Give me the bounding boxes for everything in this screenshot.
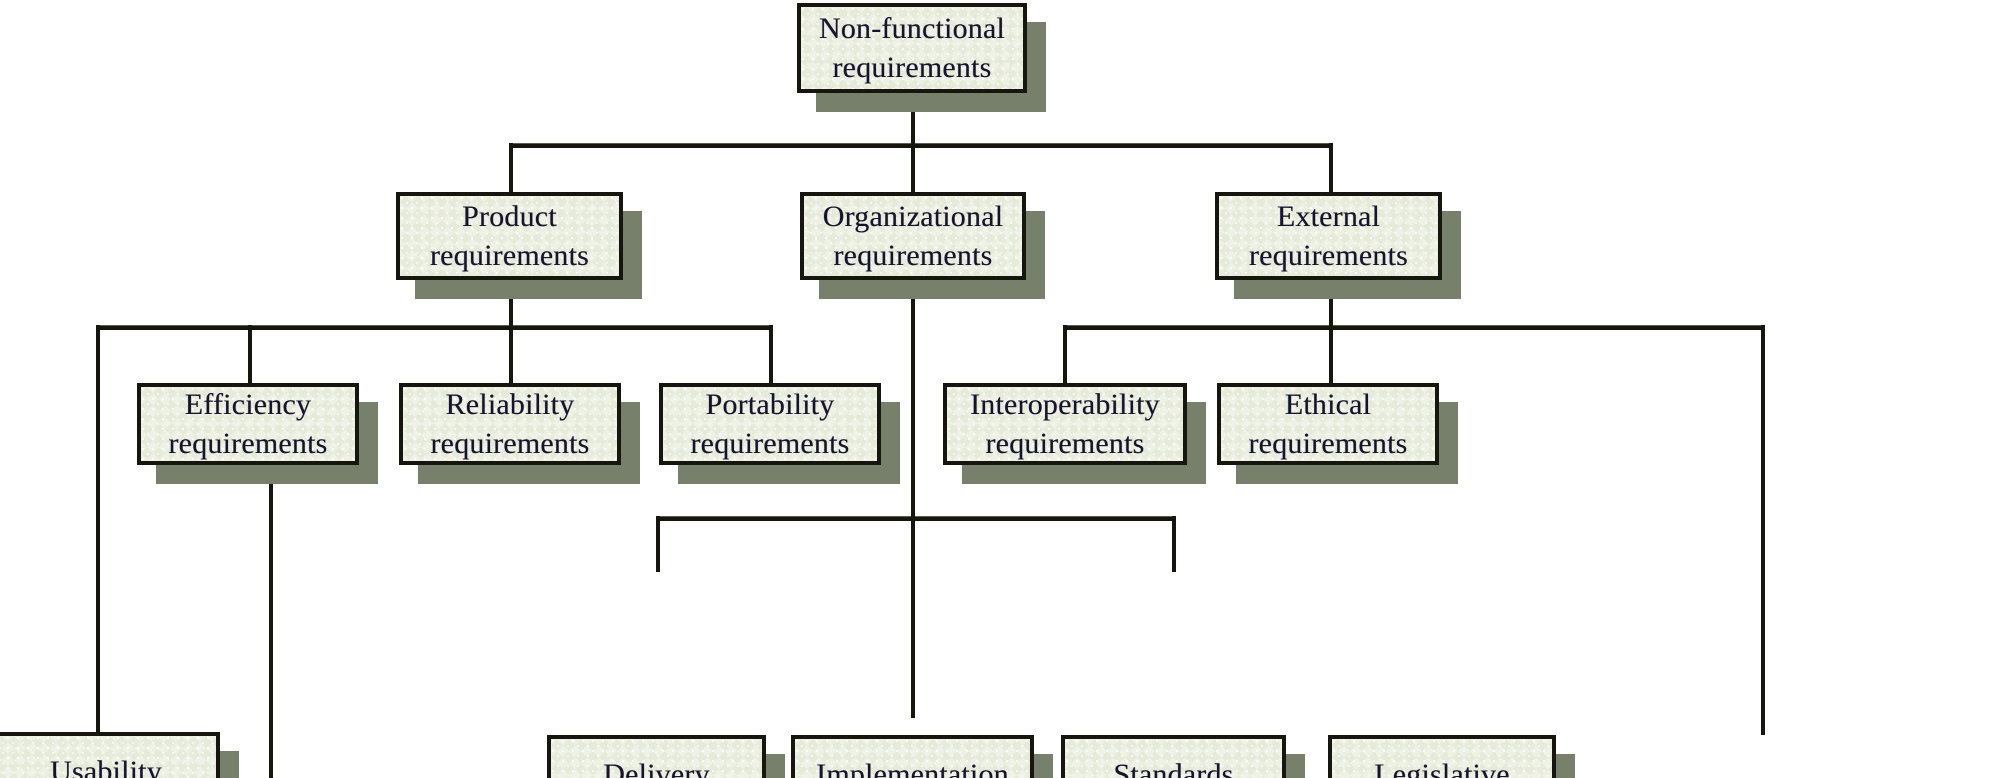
connector-drop-standards [1172,516,1176,572]
node-label-line1: Interoperability [970,388,1160,421]
connector-drop-reliability [509,325,513,385]
node-label-line1: Portability [705,388,835,421]
connector-drop-legislative-rail [1761,325,1765,735]
node-organizational-requirements[interactable]: Organizational requirements [800,192,1045,299]
connector-organizational-bus [656,516,1176,521]
node-label-line1: Implementation [816,758,1009,778]
node-label-line1: Delivery [603,758,710,778]
node-reliability-requirements[interactable]: Reliability requirements [399,383,640,484]
node-face: Product requirements [396,192,623,280]
node-face: Efficiency requirements [137,383,359,465]
node-label-line2: requirements [1248,239,1408,272]
node-interoperability-requirements[interactable]: Interoperability requirements [943,383,1206,484]
connector-drop-product [509,143,513,195]
node-label-line2: requirements [430,427,590,460]
connector-root-stem [911,88,915,146]
connector-drop-ethical [1329,325,1333,385]
node-label-line1: Non-functional [818,12,1006,45]
node-label-line2: requirements [429,239,589,272]
node-face: External requirements [1215,192,1442,280]
node-label-line2: requirements [985,427,1145,460]
node-face: Ethical requirements [1217,383,1439,465]
node-label-line2: requirements [690,427,850,460]
connector-organizational-stem [911,277,915,718]
node-label-line1: Efficiency [184,388,312,421]
node-label-line1: Reliability [445,388,575,421]
node-face: Portability requirements [659,383,881,465]
node-label-line1: External [1276,200,1381,233]
node-label-line1: Standards [1113,758,1234,778]
connector-drop-delivery [656,516,660,572]
node-face: Reliability requirements [399,383,621,465]
connector-drop-interoperability [1063,325,1067,385]
node-implementation-requirements[interactable]: Implementation [791,735,1053,778]
node-face: Usability [0,732,220,778]
connector-product-bus [96,325,773,330]
node-face: Non-functional requirements [797,3,1027,93]
node-label-line2: requirements [833,239,993,272]
node-face: Implementation [791,735,1034,778]
node-face: Interoperability requirements [943,383,1187,465]
connector-drop-implementation [911,516,915,572]
node-legislative-requirements[interactable]: Legislative [1328,735,1575,778]
node-face: Organizational requirements [800,192,1026,280]
node-face: Delivery [547,735,766,778]
node-label-line1: Ethical [1284,388,1372,421]
node-label-line2: requirements [168,427,328,460]
connector-efficiency-tail [269,462,273,778]
connector-level2-bus [509,143,1333,148]
node-face: Standards [1061,735,1286,778]
node-non-functional-requirements[interactable]: Non-functional requirements [797,3,1046,112]
node-external-requirements[interactable]: External requirements [1215,192,1461,299]
node-product-requirements[interactable]: Product requirements [396,192,642,299]
node-ethical-requirements[interactable]: Ethical requirements [1217,383,1458,484]
node-face: Legislative [1328,735,1556,778]
node-standards-requirements[interactable]: Standards [1061,735,1305,778]
connector-drop-organizational [911,143,915,195]
connector-drop-efficiency [248,325,252,385]
node-efficiency-requirements[interactable]: Efficiency requirements [137,383,378,484]
node-portability-requirements[interactable]: Portability requirements [659,383,900,484]
node-label-line1: Usability [50,755,162,778]
connector-drop-usability-rail [96,325,100,735]
node-label-line1: Product [462,200,557,233]
connector-external-bus [1063,325,1765,330]
node-label-line2: requirements [1248,427,1408,460]
node-usability-requirements[interactable]: Usability [0,732,239,778]
node-label-line2: requirements [832,51,992,84]
node-label-line1: Legislative [1374,758,1510,778]
connector-drop-external [1329,143,1333,195]
connector-drop-portability [769,325,773,385]
node-label-line1: Organizational [822,200,1004,233]
node-delivery-requirements[interactable]: Delivery [547,735,785,778]
